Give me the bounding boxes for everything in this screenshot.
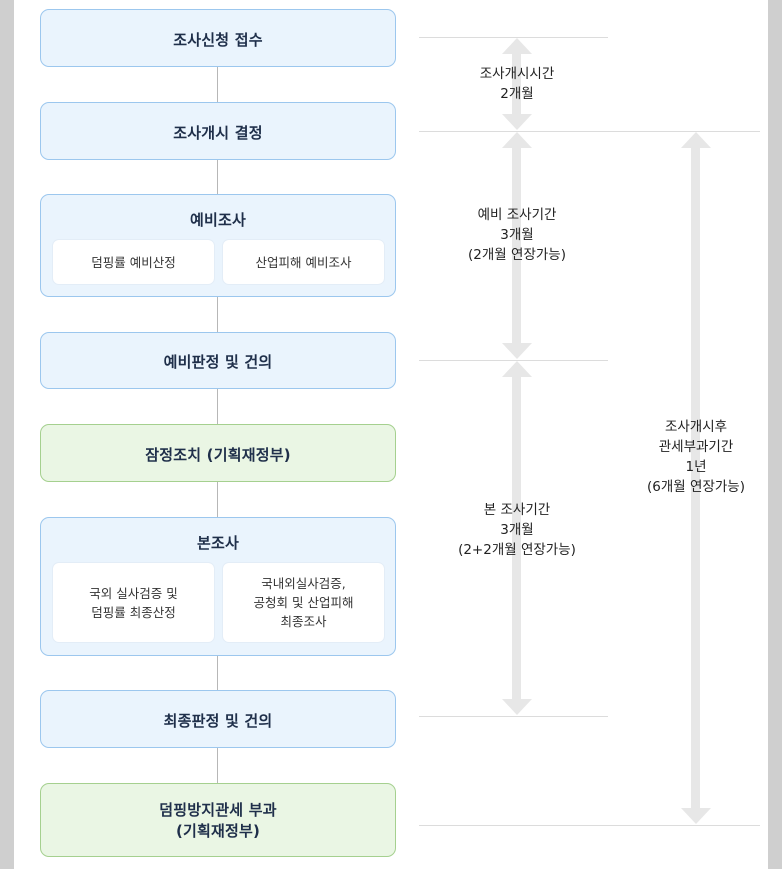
step-duty-imposition: 덤핑방지관세 부과 (기획재정부) (40, 783, 396, 857)
period-label-main: 본 조사기간 3개월 (2+2개월 연장가능) (458, 502, 576, 558)
arrow-head-down-icon (681, 808, 711, 824)
arrow-head-down-icon (502, 343, 532, 359)
period-label-start: 조사개시시간 2개월 (479, 66, 555, 102)
arrow-head-down-icon (502, 699, 532, 715)
arrow-head-up-icon (502, 132, 532, 148)
step-label: 잠정조치 (기획재정부) (145, 446, 291, 464)
period-label-total: 조사개시후 관세부과기간 1년 (6개월 연장가능) (647, 419, 745, 495)
period-arrow-main (512, 369, 521, 707)
step-main-investigation: 본조사 국외 실사검증 및 덤핑률 최종산정 국내외실사검증, 공청회 및 산업… (40, 517, 396, 656)
connector-line (217, 66, 218, 102)
step-preliminary-investigation: 예비조사 덤핑률 예비산정 산업피해 예비조사 (40, 194, 396, 297)
step-label: 조사신청 접수 (173, 31, 263, 49)
substep-injury-prelim: 산업피해 예비조사 (223, 240, 384, 284)
separator-line (419, 131, 760, 132)
step-preliminary-determination: 예비판정 및 건의 (40, 332, 396, 389)
substep-overseas-verification: 국외 실사검증 및 덤핑률 최종산정 (53, 563, 214, 642)
step-label: 예비조사 (189, 211, 246, 229)
period-arrow-total (691, 140, 700, 816)
step-receipt: 조사신청 접수 (40, 9, 396, 67)
connector-line (217, 388, 218, 424)
separator-line (419, 825, 760, 826)
separator-line (419, 716, 608, 717)
period-label-prelim: 예비 조사기간 3개월 (2개월 연장가능) (468, 207, 566, 263)
connector-line (217, 481, 218, 517)
period-arrow-start (512, 46, 521, 122)
step-final-determination: 최종판정 및 건의 (40, 690, 396, 748)
step-label: 본조사 (196, 534, 239, 552)
process-diagram: 조사신청 접수 조사개시 결정 예비조사 덤핑률 예비산정 산업피해 예비조사 … (14, 0, 768, 869)
step-label: 조사개시 결정 (173, 124, 263, 142)
step-start-decision: 조사개시 결정 (40, 102, 396, 160)
arrow-head-up-icon (681, 132, 711, 148)
connector-line (217, 159, 218, 194)
separator-line (419, 37, 608, 38)
connector-line (217, 296, 218, 332)
substep-dumping-margin-prelim: 덤핑률 예비산정 (53, 240, 214, 284)
step-label: 덤핑방지관세 부과 (기획재정부) (159, 801, 277, 840)
period-arrow-prelim (512, 140, 521, 352)
step-label: 최종판정 및 건의 (163, 712, 273, 730)
arrow-head-up-icon (502, 361, 532, 377)
separator-line (419, 360, 608, 361)
step-provisional-measures: 잠정조치 (기획재정부) (40, 424, 396, 482)
arrow-head-down-icon (502, 114, 532, 130)
arrow-head-up-icon (502, 38, 532, 54)
connector-line (217, 655, 218, 690)
connector-line (217, 747, 218, 783)
step-label: 예비판정 및 건의 (163, 353, 273, 371)
substep-domestic-verification: 국내외실사검증, 공청회 및 산업피해 최종조사 (223, 563, 384, 642)
